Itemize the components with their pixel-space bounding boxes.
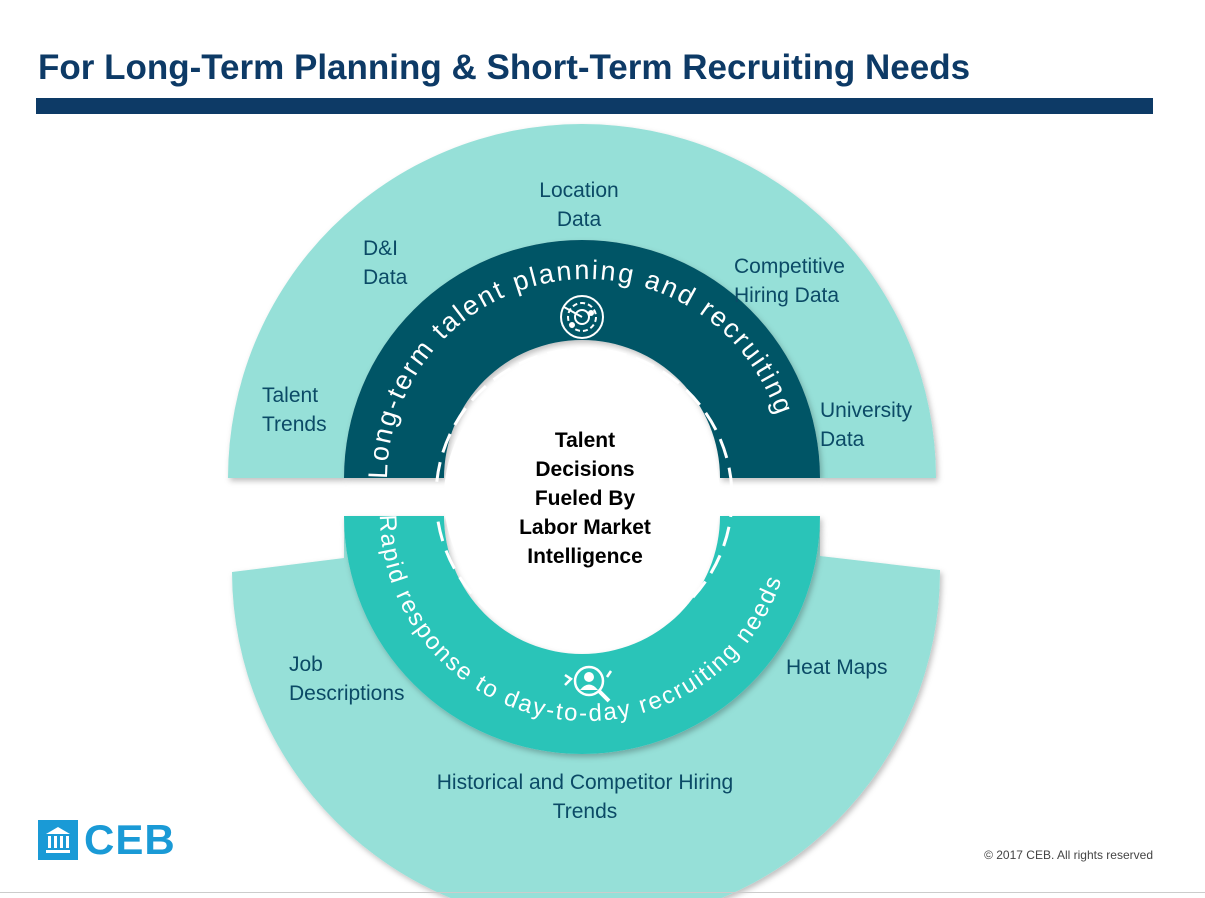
outer-lower-ring: [232, 516, 941, 898]
dashed-ring: [434, 347, 734, 647]
center-label: Talent Decisions Fueled By Labor Market …: [519, 429, 651, 568]
lower-ring: [344, 516, 820, 754]
outer-upper-ring: [228, 124, 936, 478]
radar-icon: [560, 295, 604, 339]
logo-text: CEB: [84, 816, 176, 863]
upper-ring: [344, 240, 820, 478]
talent-search-icon: [564, 665, 613, 703]
title-underline-bar: [36, 98, 1153, 114]
footer-divider: [0, 892, 1205, 893]
page-title: For Long-Term Planning & Short-Term Recr…: [38, 48, 971, 87]
heat-maps-label: Heat Maps: [786, 656, 888, 679]
center-circle: [444, 359, 720, 635]
bank-icon: [38, 820, 78, 860]
copyright-text: © 2017 CEB. All rights reserved: [984, 848, 1153, 862]
